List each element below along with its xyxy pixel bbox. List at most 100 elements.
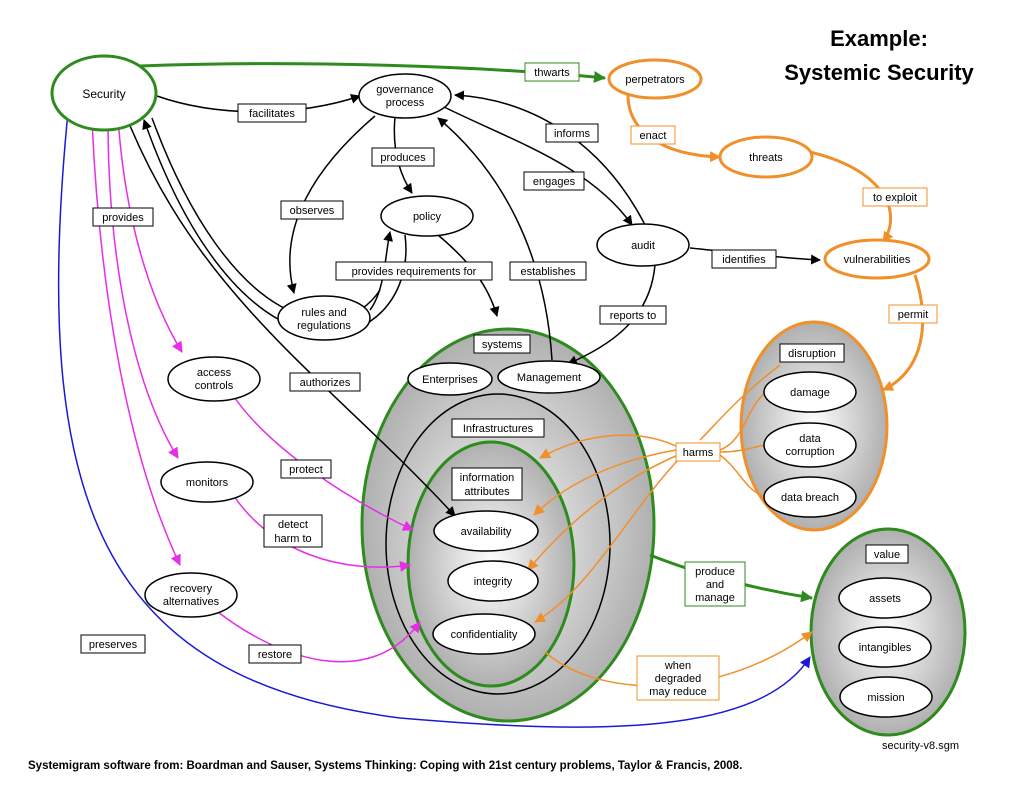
svg-text:Management: Management bbox=[517, 372, 581, 384]
edge-harms-disruption bbox=[699, 364, 781, 441]
svg-text:information: information bbox=[460, 472, 514, 484]
svg-text:establishes: establishes bbox=[520, 266, 576, 278]
link-label-produces: produces bbox=[371, 147, 435, 167]
svg-text:provides: provides bbox=[102, 212, 144, 224]
svg-text:informs: informs bbox=[554, 128, 591, 140]
node-policy[interactable]: policy bbox=[380, 195, 474, 237]
svg-text:confidentiality: confidentiality bbox=[451, 629, 518, 641]
node-enterprises[interactable]: Enterprises bbox=[407, 362, 493, 396]
svg-text:recovery: recovery bbox=[170, 583, 213, 595]
svg-text:degraded: degraded bbox=[655, 673, 702, 685]
svg-text:perpetrators: perpetrators bbox=[625, 74, 685, 86]
edge-policy-security bbox=[142, 119, 407, 335]
svg-text:protect: protect bbox=[289, 464, 323, 476]
edge-provides-access bbox=[117, 117, 183, 353]
link-label-produce-and-manage: produce and manage bbox=[684, 561, 746, 607]
svg-text:process: process bbox=[386, 97, 425, 109]
node-vulnerabilities[interactable]: vulnerabilities bbox=[823, 238, 931, 280]
svg-text:when: when bbox=[664, 660, 691, 672]
svg-text:facilitates: facilitates bbox=[249, 108, 295, 120]
svg-text:engages: engages bbox=[533, 176, 576, 188]
svg-text:observes: observes bbox=[290, 205, 335, 217]
svg-text:intangibles: intangibles bbox=[859, 642, 912, 654]
node-access-controls[interactable]: access controls bbox=[167, 356, 261, 402]
svg-text:produce: produce bbox=[695, 566, 735, 578]
svg-text:manage: manage bbox=[695, 592, 735, 604]
link-label-detect-harm-to: detect harm to bbox=[263, 514, 323, 548]
label-systems: systems bbox=[473, 334, 531, 354]
link-label-restore: restore bbox=[248, 644, 302, 664]
link-label-permit: permit bbox=[888, 304, 938, 324]
node-recovery-alternatives[interactable]: recovery alternatives bbox=[144, 572, 238, 618]
svg-text:audit: audit bbox=[631, 240, 655, 252]
edge-harms-integrity bbox=[527, 454, 679, 571]
node-audit[interactable]: audit bbox=[596, 223, 690, 267]
node-mission[interactable]: mission bbox=[839, 676, 933, 718]
node-data-breach[interactable]: data breach bbox=[763, 476, 857, 518]
node-intangibles[interactable]: intangibles bbox=[838, 626, 932, 668]
edge-restore bbox=[217, 611, 421, 663]
node-governance-process[interactable]: governance process bbox=[358, 73, 452, 119]
edge-harms-breach bbox=[719, 454, 766, 498]
label-value: value bbox=[865, 544, 909, 564]
svg-text:damage: damage bbox=[790, 387, 830, 399]
svg-text:identifies: identifies bbox=[722, 254, 766, 266]
svg-text:attributes: attributes bbox=[464, 486, 510, 498]
node-availability[interactable]: availability bbox=[433, 510, 539, 552]
svg-text:governance: governance bbox=[376, 84, 434, 96]
node-damage[interactable]: damage bbox=[763, 371, 857, 413]
svg-text:systems: systems bbox=[482, 339, 523, 351]
edge-permit bbox=[882, 274, 925, 392]
svg-text:thwarts: thwarts bbox=[534, 67, 570, 79]
link-label-observes: observes bbox=[280, 200, 344, 220]
edge-informs bbox=[454, 90, 651, 236]
svg-text:Security: Security bbox=[82, 87, 125, 101]
svg-text:assets: assets bbox=[869, 593, 901, 605]
svg-text:value: value bbox=[874, 549, 900, 561]
edge-harms-corruption bbox=[719, 444, 766, 453]
svg-text:rules and: rules and bbox=[301, 307, 346, 319]
link-label-harms: harms bbox=[675, 442, 721, 462]
svg-text:monitors: monitors bbox=[186, 477, 229, 489]
svg-text:to exploit: to exploit bbox=[873, 192, 917, 204]
svg-text:access: access bbox=[197, 367, 232, 379]
label-infrastructures: Infrastructures bbox=[451, 418, 545, 438]
link-label-authorizes: authorizes bbox=[289, 372, 361, 392]
node-security[interactable]: Security bbox=[50, 54, 158, 132]
link-label-engages: engages bbox=[523, 171, 585, 191]
link-label-to-exploit: to exploit bbox=[862, 187, 928, 207]
link-label-facilitates: facilitates bbox=[237, 103, 307, 123]
title-line-2: Systemic Security bbox=[784, 60, 974, 85]
link-label-identifies: identifies bbox=[711, 249, 777, 269]
node-integrity[interactable]: integrity bbox=[447, 560, 539, 602]
node-confidentiality[interactable]: confidentiality bbox=[432, 613, 536, 655]
edge-establishes bbox=[437, 117, 553, 361]
label-information-attributes: information attributes bbox=[451, 467, 523, 501]
svg-text:disruption: disruption bbox=[788, 348, 836, 360]
edge-engages bbox=[439, 104, 633, 226]
svg-text:mission: mission bbox=[867, 692, 904, 704]
node-perpetrators[interactable]: perpetrators bbox=[607, 58, 703, 100]
link-label-provides-requirements: provides requirements for bbox=[335, 261, 493, 281]
svg-text:reports to: reports to bbox=[610, 310, 656, 322]
node-assets[interactable]: assets bbox=[838, 577, 932, 619]
node-data-corruption[interactable]: data corruption bbox=[763, 422, 857, 468]
edge-reports-to bbox=[567, 264, 656, 365]
svg-text:Enterprises: Enterprises bbox=[422, 374, 478, 386]
svg-text:preserves: preserves bbox=[89, 639, 138, 651]
file-name: security-v8.sgm bbox=[882, 740, 960, 752]
svg-text:Infrastructures: Infrastructures bbox=[463, 423, 534, 435]
edge-preserves bbox=[57, 111, 811, 728]
svg-text:threats: threats bbox=[749, 152, 783, 164]
svg-text:authorizes: authorizes bbox=[300, 377, 351, 389]
node-management[interactable]: Management bbox=[497, 360, 601, 394]
node-rules-regulations[interactable]: rules and regulations bbox=[277, 295, 371, 341]
edge-authorizes bbox=[125, 115, 456, 517]
svg-text:harms: harms bbox=[683, 447, 714, 459]
node-threats[interactable]: threats bbox=[718, 135, 814, 179]
svg-text:harm to: harm to bbox=[274, 533, 311, 545]
title-line-1: Example: bbox=[830, 26, 928, 51]
node-monitors[interactable]: monitors bbox=[160, 461, 254, 503]
svg-text:vulnerabilities: vulnerabilities bbox=[844, 254, 911, 266]
